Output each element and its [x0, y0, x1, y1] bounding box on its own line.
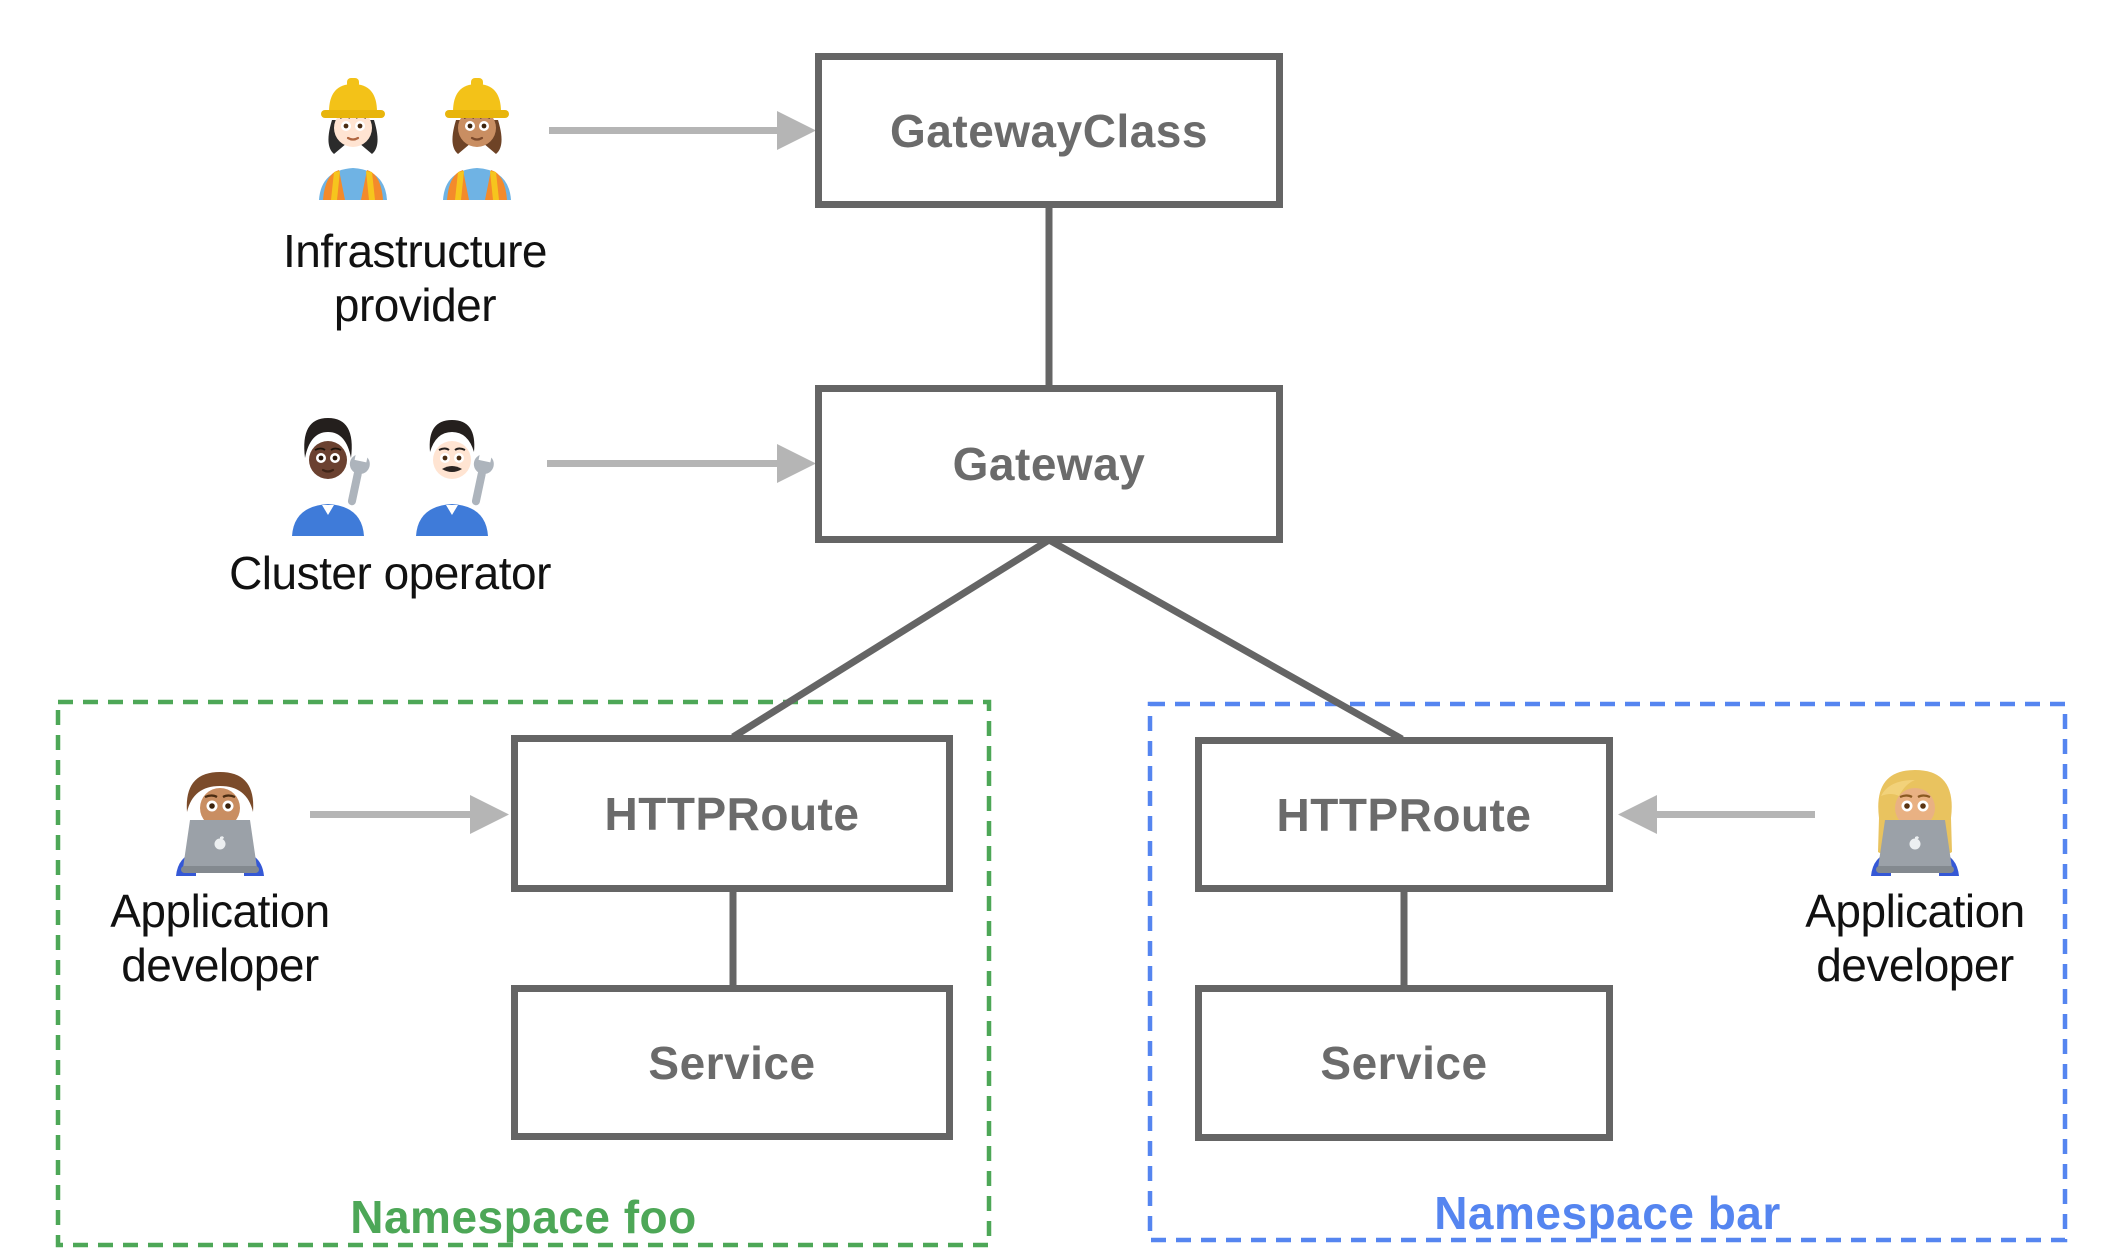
app-developer-bar-icons	[1855, 756, 1975, 876]
arrow-app-developer-foo-head	[470, 795, 509, 834]
actor-arrows	[310, 111, 1815, 834]
app-developer-foo-label: Application developer	[110, 885, 330, 991]
persona-infrastructure-provider: Infrastructure provider	[245, 66, 585, 332]
gatewayclass-label: GatewayClass	[890, 104, 1208, 157]
namespace-foo-label: Namespace foo	[350, 1191, 697, 1243]
infrastructure-provider-icons	[303, 66, 527, 200]
persona-cluster-operator: Cluster operator	[220, 402, 560, 600]
arrow-app-developer-foo-shaft	[310, 811, 472, 818]
arrow-cluster-operator-shaft	[547, 460, 779, 467]
gateway-label: Gateway	[952, 438, 1146, 490]
persona-app-developer-foo: Application developer	[70, 756, 370, 992]
woman-construction-worker-medium-icon	[427, 66, 527, 200]
httproute-foo-node: HTTPRoute	[511, 735, 953, 892]
service-bar-label: Service	[1320, 1037, 1488, 1089]
arrow-infrastructure-provider-shaft	[549, 127, 781, 134]
man-mechanic-light-icon	[402, 402, 502, 536]
service-foo-node: Service	[511, 985, 953, 1140]
cluster-operator-icons	[278, 402, 502, 536]
service-foo-label: Service	[648, 1036, 816, 1089]
persona-app-developer-bar: Application developer	[1765, 756, 2065, 992]
namespace-bar-region	[1147, 701, 2068, 1243]
service-bar-node: Service	[1195, 985, 1613, 1141]
woman-technologist-blonde-icon	[1855, 756, 1975, 876]
httproute-bar-label: HTTPRoute	[1276, 788, 1532, 841]
gateway-node: Gateway	[815, 385, 1283, 543]
mechanic-dark-icon	[278, 402, 378, 536]
arrow-app-developer-bar-head	[1618, 795, 1657, 834]
cluster-operator-label: Cluster operator	[229, 547, 551, 599]
hierarchy-edges	[729, 205, 1408, 988]
httproute-foo-label: HTTPRoute	[604, 787, 860, 840]
gatewayclass-node: GatewayClass	[815, 53, 1283, 208]
man-technologist-medium-icon	[160, 756, 280, 876]
namespace-bar-label: Namespace bar	[1434, 1187, 1781, 1239]
arrow-app-developer-bar-shaft	[1655, 811, 1815, 818]
infrastructure-provider-label: Infrastructure provider	[283, 225, 548, 331]
httproute-bar-node: HTTPRoute	[1195, 737, 1613, 892]
app-developer-bar-label: Application developer	[1805, 885, 2025, 991]
edge-gateway-httproute-bar	[1047, 536, 1404, 743]
woman-construction-worker-light-icon	[303, 66, 403, 200]
app-developer-foo-icons	[160, 756, 280, 876]
namespace-foo-region	[55, 699, 992, 1248]
arrow-infrastructure-provider-head	[777, 111, 816, 150]
arrow-cluster-operator-head	[777, 444, 816, 483]
edge-gateway-httproute-foo	[731, 537, 1051, 740]
